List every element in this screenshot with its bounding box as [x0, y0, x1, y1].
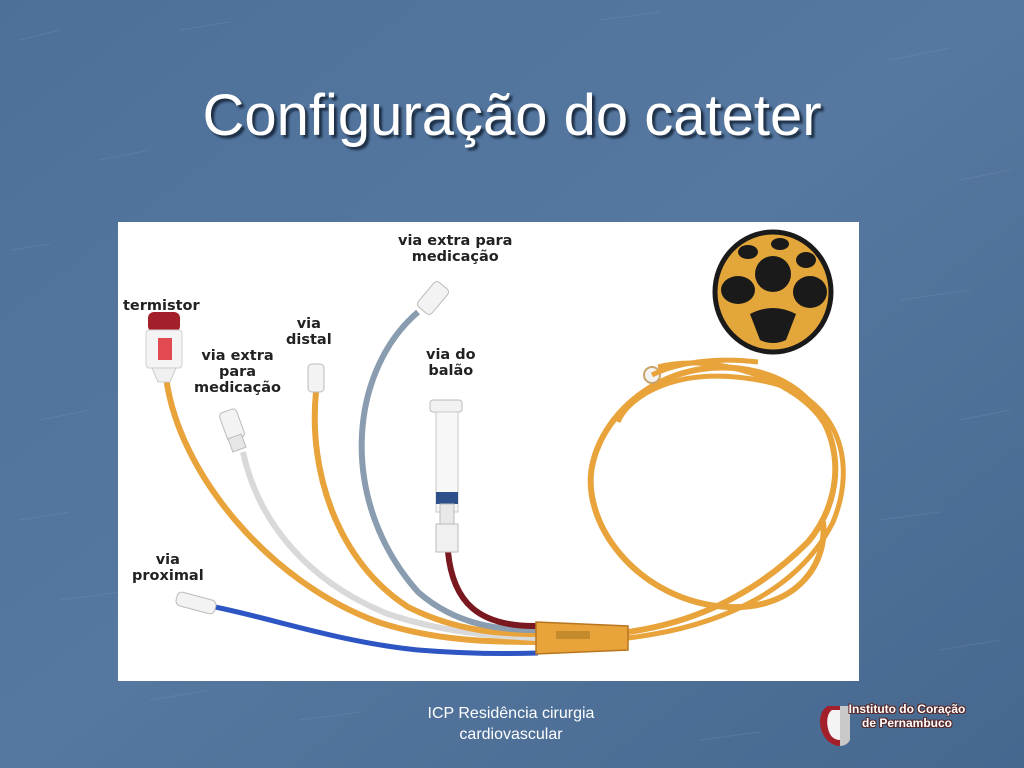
extra-line-2 [358, 309, 539, 633]
catheter-body [537, 364, 839, 643]
distal-line [311, 391, 539, 637]
heart-emblem-icon [820, 706, 850, 746]
thermistor-line [163, 376, 539, 645]
label-via-proximal: via proximal [132, 552, 204, 584]
label-via-balao: via do balão [426, 347, 476, 379]
proximal-connector [175, 591, 217, 615]
slide-title: Configuração do cateter [202, 83, 822, 148]
extra-port-1-connector [219, 408, 247, 453]
distal-connector [307, 363, 325, 393]
catheter-illustration [145, 229, 846, 657]
extra-line-1 [240, 451, 539, 641]
extra-port-2-connector [416, 281, 450, 315]
footer-line-1: ICP Residência cirurgia [427, 705, 595, 722]
label-via-extra-1: via extra para medicação [194, 348, 282, 396]
balloon-syringe [429, 399, 463, 553]
cross-section-icon [712, 229, 834, 355]
logo-line-1: Instituto do Coração [848, 702, 966, 716]
footer-caption: ICP Residência cirurgia cardiovascular [380, 703, 642, 745]
logo-line-2: de Pernambuco [861, 716, 953, 730]
catheter-figure: termistor via extra para medicação via d… [118, 222, 859, 681]
thermistor-connector [145, 312, 183, 383]
footer-line-2: cardiovascular [459, 726, 563, 743]
label-via-distal: via distal [286, 316, 332, 348]
label-via-extra-2: via extra para medicação [398, 233, 513, 265]
institution-logo: Instituto do Coração de Pernambuco [818, 700, 968, 750]
balloon-line [445, 551, 539, 630]
label-termistor: termistor [123, 298, 200, 314]
proximal-line [209, 603, 539, 657]
